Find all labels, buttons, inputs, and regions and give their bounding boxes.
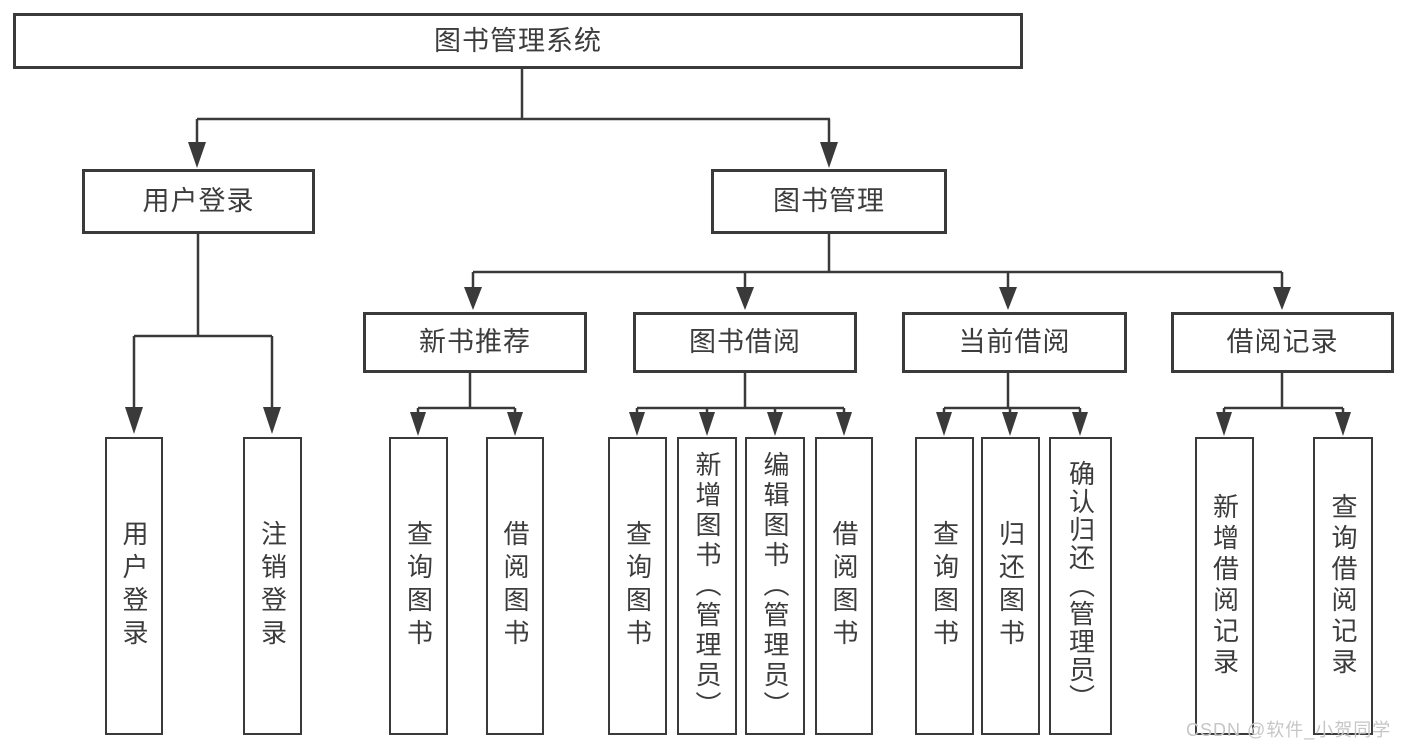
borrowing-records-node: 借阅记录 <box>1171 312 1394 373</box>
csdn-watermark: CSDN @软件_小贺同学 <box>1186 720 1392 740</box>
borrow-books-leaf-newbooks: 借阅图书 <box>486 437 544 735</box>
add-borrow-record-leaf: 新增借阅记录 <box>1195 437 1254 735</box>
root-node: 图书管理系统 <box>13 13 1023 69</box>
return-books-leaf: 归还图书 <box>981 437 1040 735</box>
edit-books-admin-leaf: 编辑图书（管理员） <box>745 437 805 735</box>
query-borrow-record-leaf: 查询借阅记录 <box>1313 437 1373 735</box>
query-books-leaf-newbooks: 查询图书 <box>389 437 448 735</box>
user-login-node: 用户登录 <box>82 169 315 234</box>
new-books-node-label: 新书推荐 <box>419 327 531 357</box>
book-management-node-label: 图书管理 <box>773 186 885 216</box>
confirm-return-admin-leaf: 确认归还（管理员） <box>1049 437 1112 735</box>
root-node-label: 图书管理系统 <box>434 25 602 56</box>
query-books-leaf-current: 查询图书 <box>915 437 974 735</box>
user-login-node-label: 用户登录 <box>142 186 255 216</box>
borrowing-records-node-label: 借阅记录 <box>1226 327 1339 357</box>
current-borrowing-node: 当前借阅 <box>902 312 1127 373</box>
current-borrowing-node-label: 当前借阅 <box>958 327 1071 357</box>
book-borrowing-node-label: 图书借阅 <box>689 327 801 357</box>
borrow-books-leaf-borrowing: 借阅图书 <box>815 437 873 735</box>
book-management-node: 图书管理 <box>711 169 947 234</box>
query-books-leaf-borrowing: 查询图书 <box>608 437 667 735</box>
user-login-leaf: 用户登录 <box>105 437 163 735</box>
new-books-node: 新书推荐 <box>363 312 587 373</box>
logout-leaf: 注销登录 <box>243 437 302 735</box>
add-books-admin-leaf: 新增图书（管理员） <box>677 437 737 735</box>
book-borrowing-node: 图书借阅 <box>633 312 857 373</box>
